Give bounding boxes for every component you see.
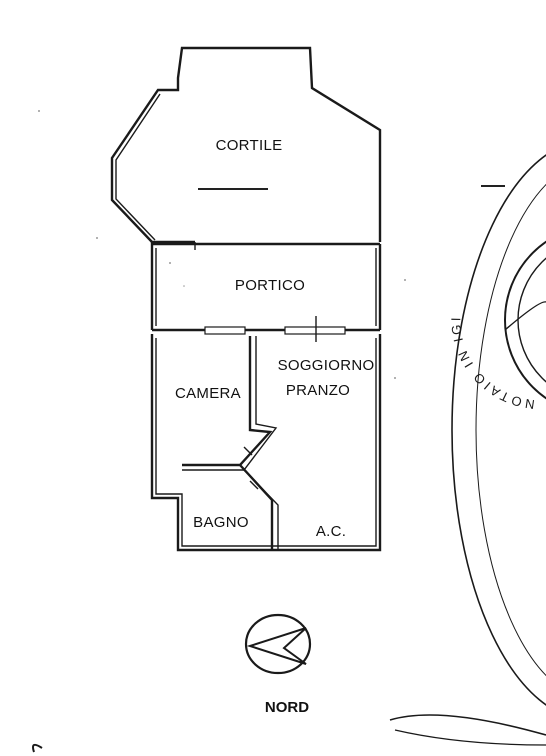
room-label-bagno: BAGNO: [193, 514, 249, 531]
north-arrow-icon: [244, 613, 312, 675]
margin-scribble: [32, 743, 43, 753]
apartment-outline: [150, 334, 382, 552]
scan-noise: [38, 110, 406, 379]
room-label-soggiorno: SOGGIORNO: [278, 357, 375, 374]
room-label-pranzo: PRANZO: [286, 382, 350, 399]
north-label: NORD: [265, 699, 309, 716]
room-label-portico: PORTICO: [235, 277, 305, 294]
portico-outline: [150, 242, 382, 342]
cortile-outline: [110, 46, 382, 250]
room-label-camera: CAMERA: [175, 385, 241, 402]
stamp-text: NOTAIO IN IGI: [448, 314, 535, 412]
notary-stamp: NOTAIO IN IGI: [389, 154, 546, 746]
room-label-cortile: CORTILE: [216, 137, 283, 154]
room-label-ac: A.C.: [316, 523, 346, 540]
